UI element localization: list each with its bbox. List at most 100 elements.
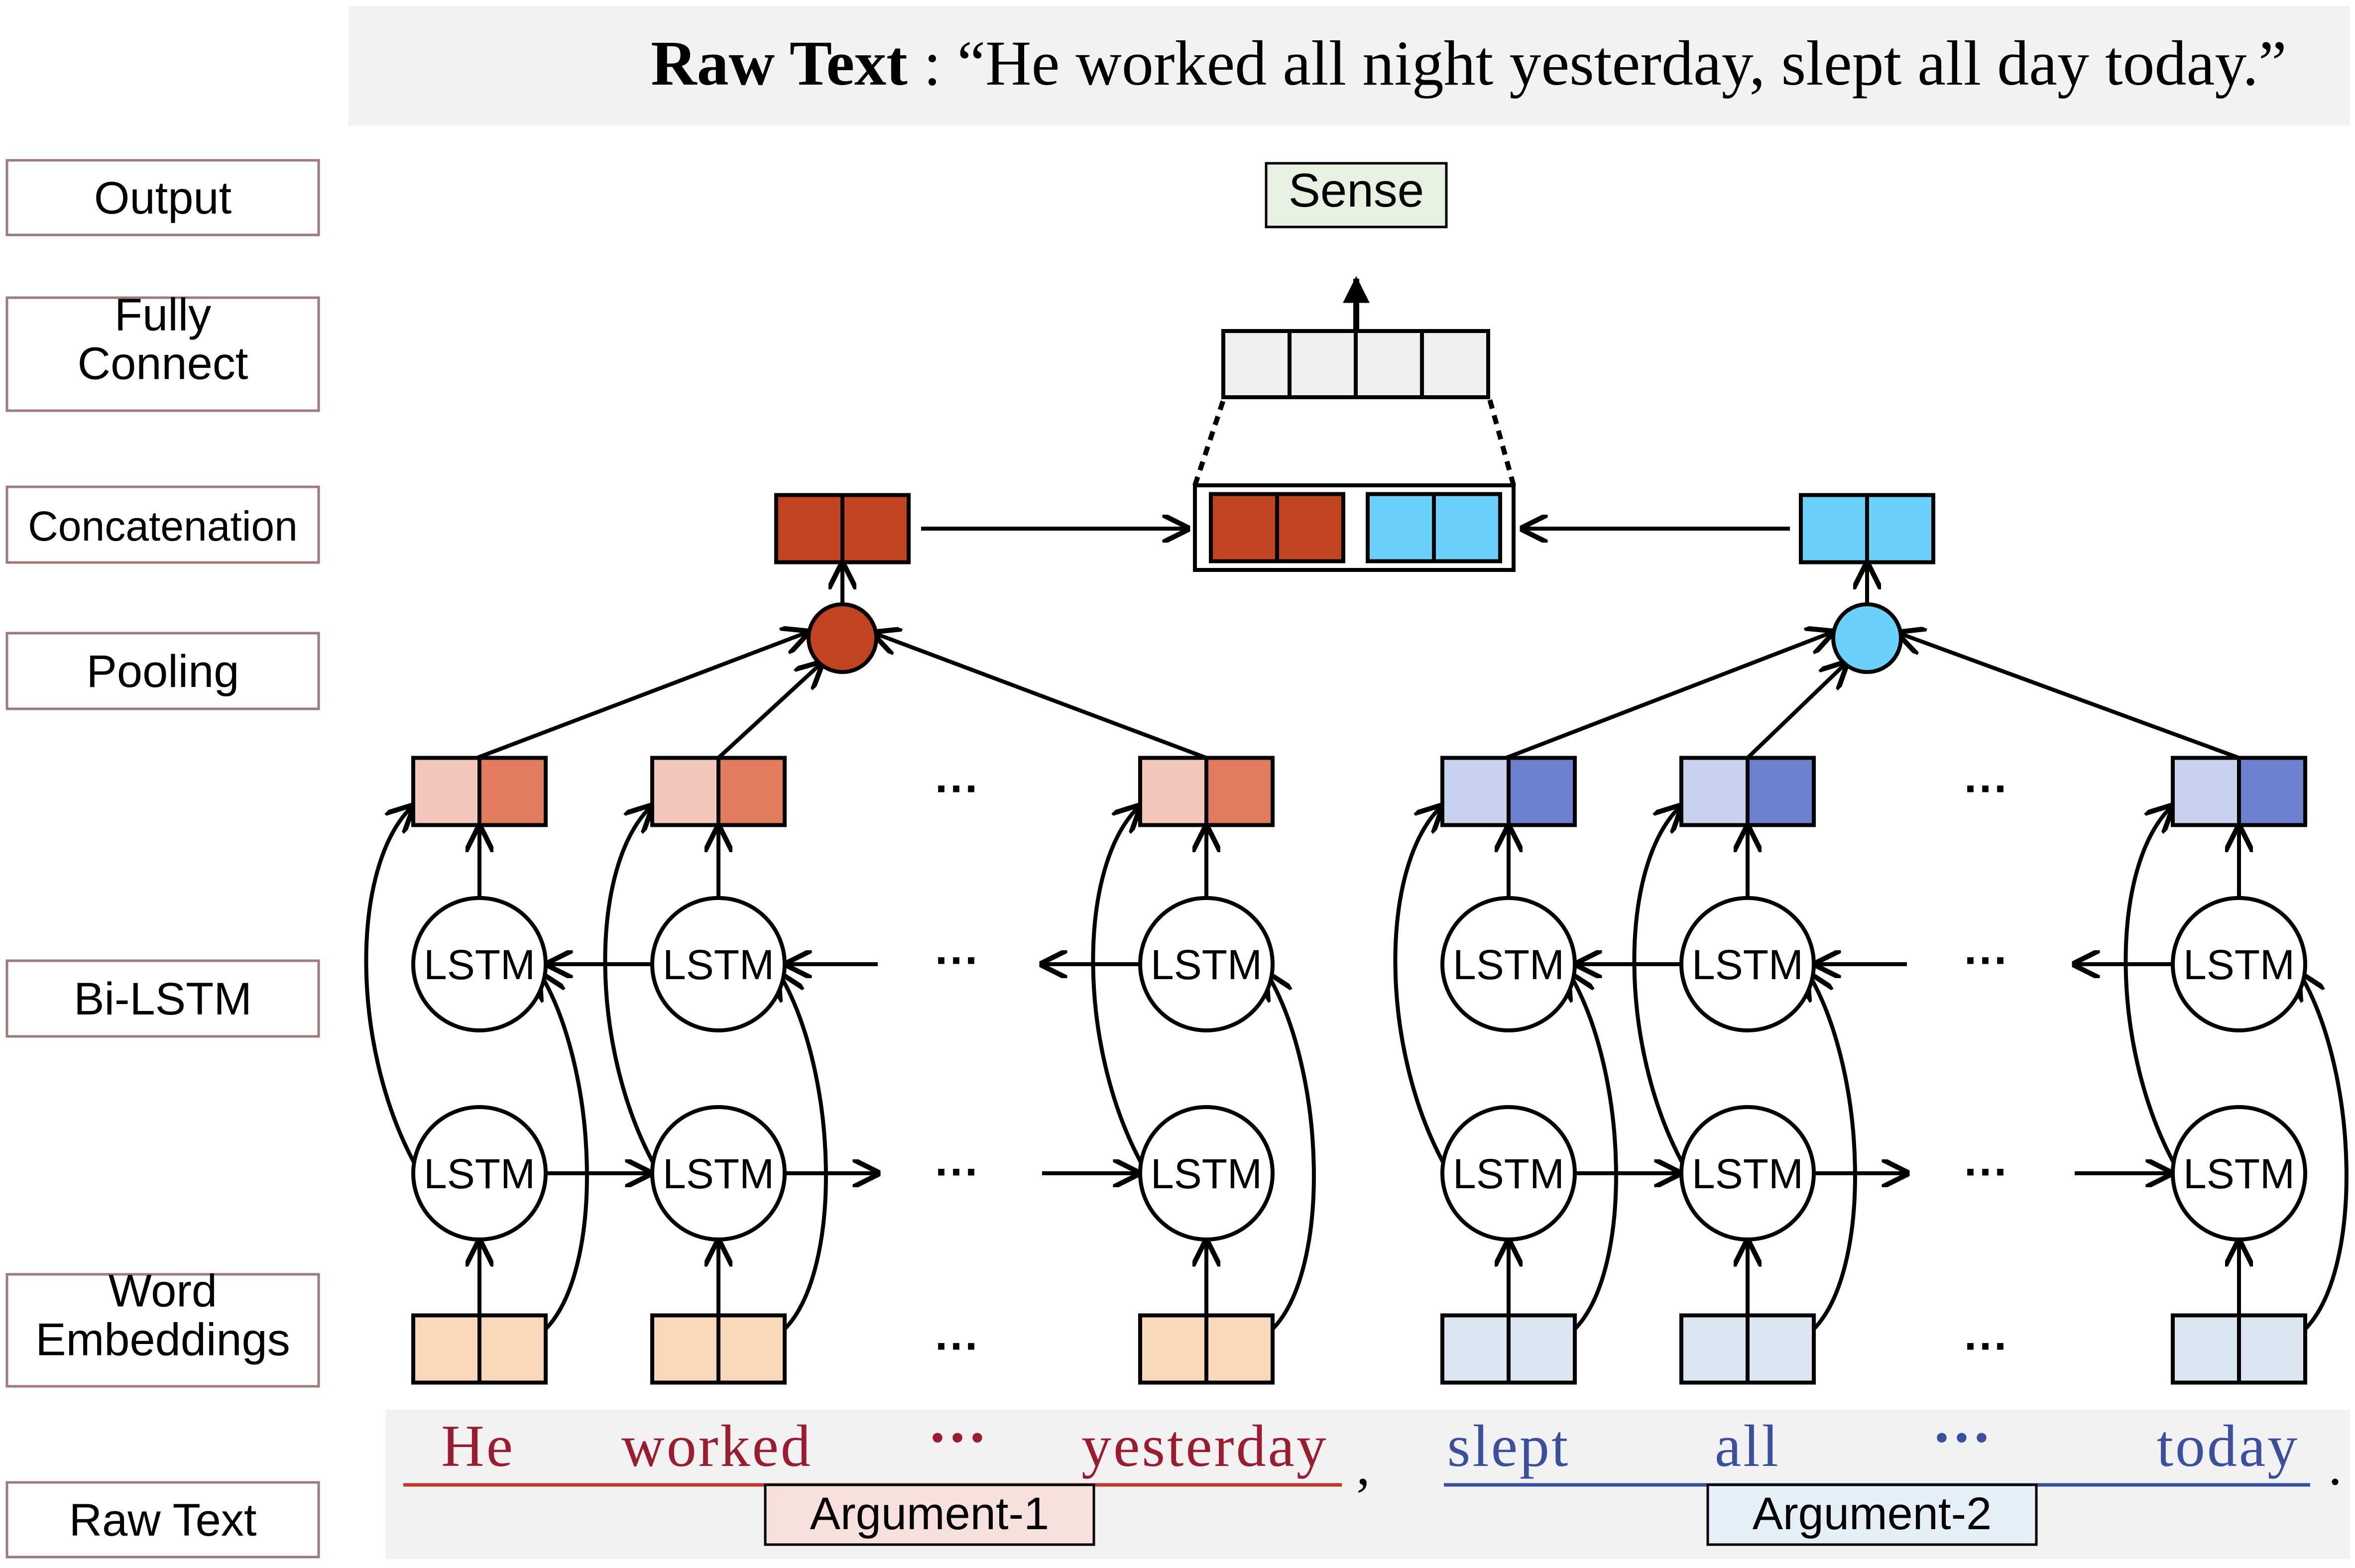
arg1-hidden-state-right-cell (716, 756, 787, 827)
lstm-label: LSTM (1151, 1150, 1262, 1197)
arg2-hidden-state (1440, 756, 1577, 827)
lstm-circle (1440, 896, 1577, 1032)
argument-punctuation: . (2328, 1436, 2342, 1496)
arg2-word-embedding-left-cell (1440, 1313, 1511, 1385)
arg1-ellipsis: ··· (935, 936, 980, 986)
arg2-lstm-fwd: LSTM (2171, 1105, 2307, 1241)
layer-label-output: Output (5, 159, 320, 236)
arg2-lstm-back: LSTM (1440, 896, 1577, 1032)
arg1-hidden-state-right-cell (477, 756, 548, 827)
lstm-circle (411, 1105, 548, 1241)
lstm-circle (650, 896, 787, 1032)
hidden-to-pooling-arrow (476, 632, 808, 760)
layer-label-text: Pooling (87, 646, 239, 697)
arg1-hidden-state (1138, 756, 1275, 827)
layer-label-text: Fully (115, 290, 211, 340)
arg2-hidden-state-left-cell (1440, 756, 1511, 827)
embedding-to-backward-curve (1268, 974, 1316, 1331)
arg2-word-embedding-right-cell (1507, 1313, 1577, 1385)
argument-label: Argument-2 (1753, 1488, 1992, 1539)
arg2-hidden-state-right-cell (2237, 756, 2307, 827)
layer-label-text: Word (109, 1266, 217, 1317)
lstm-label: LSTM (424, 941, 535, 988)
arg1-hidden-state-right-cell (1204, 756, 1275, 827)
layer-label-text: Connect (78, 338, 248, 389)
arg1-ellipsis: ··· (935, 1322, 980, 1371)
arg1-lstm-fwd: LSTM (1138, 1105, 1275, 1241)
fc-cell (1354, 329, 1424, 399)
arg1-lstm-fwd: LSTM (411, 1105, 548, 1241)
fc-cell (1221, 329, 1292, 399)
lstm-circle (411, 896, 548, 1032)
concat-arg1-part-left-cell (1209, 492, 1279, 563)
embedding-to-backward-curve (541, 974, 589, 1331)
lstm-label: LSTM (2183, 1150, 2295, 1197)
header-sentence: “He worked all night yesterday, slept al… (957, 28, 2287, 99)
forward-to-hidden-curve (364, 806, 419, 1169)
lstm-label: LSTM (1453, 941, 1564, 988)
raw-word: yesterday (1081, 1413, 1328, 1479)
hidden-to-pooling-arrow (1505, 632, 1832, 760)
raw-word: today (2157, 1413, 2300, 1479)
arg2-word-embedding (2171, 1313, 2307, 1385)
sense-box (1265, 162, 1448, 228)
forward-to-hidden-curve (2123, 806, 2179, 1169)
lstm-label: LSTM (1151, 941, 1262, 988)
arg1-lstm-back: LSTM (650, 896, 787, 1032)
layer-label-concatenation: Concatenation (5, 485, 320, 564)
forward-to-hidden-curve (1393, 806, 1448, 1169)
arg2-word-embedding-left-cell (1679, 1313, 1750, 1385)
arg2-pooled-vector-right-cell (1865, 493, 1935, 564)
lstm-circle (2171, 896, 2307, 1032)
concat-arg1-part (1209, 492, 1345, 563)
layer-label-box (5, 296, 320, 412)
header-panel (349, 6, 2350, 125)
arg1-hidden-state-left-cell (411, 756, 481, 827)
hidden-to-pooling-arrow (1746, 663, 1846, 760)
arg2-hidden-state (1679, 756, 1816, 827)
arg1-word-embedding-left-cell (1138, 1313, 1208, 1385)
arg1-word-embedding (1138, 1313, 1275, 1385)
hidden-to-pooling-arrow (874, 633, 1207, 760)
header-title: Raw Text : “He worked all night yesterda… (651, 28, 2287, 99)
arg1-word-embedding-left-cell (411, 1313, 481, 1385)
nodes: LSTM LSTM LSTM LSTM LSTM LSTM ··· ··· ··· ··· LSTM… (411, 162, 2307, 1385)
arg1-lstm-back: LSTM (411, 896, 548, 1032)
arg2-hidden-state-left-cell (1679, 756, 1750, 827)
arg1-pooled-vector-right-cell (840, 493, 911, 564)
lstm-circle (2171, 1105, 2307, 1241)
concat-arg1-part-right-cell (1275, 492, 1345, 563)
arg2-ellipsis: ··· (1964, 1147, 2009, 1197)
embedding-to-backward-curve (2300, 974, 2349, 1331)
arg2-pooled-vector (1799, 493, 1935, 564)
fully-connected-vector (1221, 329, 1490, 399)
lstm-label: LSTM (1453, 1150, 1564, 1197)
arg1-word-embedding-right-cell (716, 1313, 787, 1385)
arg2-pooling-node (1831, 602, 1903, 674)
arg2-lstm-back: LSTM (2171, 896, 2307, 1032)
arg2-ellipsis: ··· (1964, 936, 2009, 986)
raw-word: all (1715, 1413, 1780, 1479)
sense-output: Sense (1265, 162, 1448, 228)
arg1-ellipsis: ··· (935, 764, 980, 814)
hidden-to-pooling-arrow (717, 663, 822, 760)
arg1-pooled-vector-left-cell (774, 493, 844, 564)
arg1-hidden-state (650, 756, 787, 827)
raw-word: ··· (1932, 1404, 1992, 1470)
arg2-word-embedding-left-cell (2171, 1313, 2241, 1385)
lstm-circle (650, 1105, 787, 1241)
header-label: Raw Text (651, 28, 908, 99)
raw-word: worked (621, 1413, 813, 1479)
arg1-word-embedding-right-cell (1204, 1313, 1275, 1385)
lstm-circle (1440, 1105, 1577, 1241)
arg2-word-embedding-right-cell (2237, 1313, 2307, 1385)
lstm-circle (1679, 896, 1816, 1032)
raw-word: He (441, 1413, 515, 1479)
fc-cell (1288, 329, 1358, 399)
lstm-circle (1138, 1105, 1275, 1241)
layer-label-text: Embeddings (35, 1315, 290, 1365)
arg2-hidden-state-right-cell (1746, 756, 1816, 827)
arg2-hidden-state-right-cell (1507, 756, 1577, 827)
